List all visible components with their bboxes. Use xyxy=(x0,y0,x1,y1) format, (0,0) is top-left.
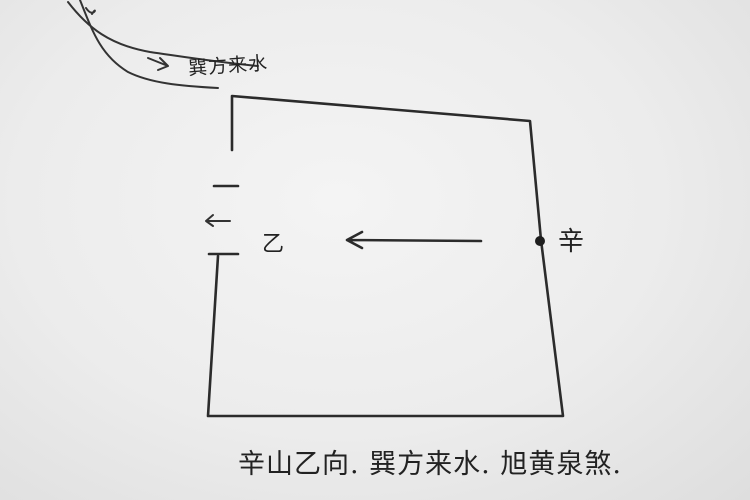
water-source-swirl-icon xyxy=(85,7,96,15)
sitting-point-dot xyxy=(535,236,545,246)
sitting-direction-label: 辛 xyxy=(558,227,585,257)
water-flow-arrow-icon xyxy=(147,57,169,71)
water-stream-lower-bank xyxy=(79,0,219,89)
door-entrance-arrow-icon xyxy=(205,214,231,227)
facing-direction-label: 乙 xyxy=(262,232,285,257)
facing-direction-arrow-icon xyxy=(345,230,483,250)
diagram-caption: 辛山乙向. 巽方来水. 旭黄泉煞. xyxy=(238,449,622,480)
incoming-water-label: 巽方来水 xyxy=(187,52,269,80)
water-stream-upper-bank xyxy=(67,1,259,67)
